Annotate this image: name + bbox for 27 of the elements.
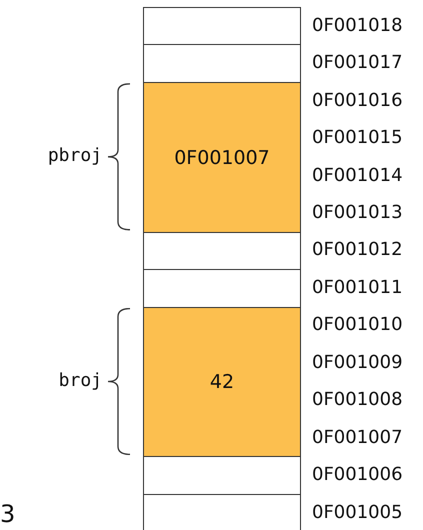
variable-name: broj (58, 370, 102, 392)
memory-address: 0F001013 (312, 202, 403, 224)
memory-address: 0F001016 (312, 90, 403, 112)
memory-cell (143, 7, 301, 46)
memory-cell (143, 232, 301, 271)
memory-address: 0F001005 (312, 502, 403, 524)
memory-address: 0F001011 (312, 276, 403, 299)
memory-address: 0F001007 (312, 426, 403, 449)
memory-address: 0F001015 (312, 127, 403, 150)
cell-value: 42 (210, 371, 234, 394)
variable-name: pbroj (48, 144, 102, 167)
memory-address: 0F001010 (312, 314, 403, 336)
memory-address: 0F001018 (312, 14, 403, 37)
memory-address: 0F001009 (312, 352, 403, 374)
memory-block (143, 306, 301, 458)
memory-address: 0F001012 (312, 239, 403, 262)
memory-cell (143, 269, 301, 308)
memory-address: 0F001006 (312, 464, 403, 486)
cell-value: 0F001007 (174, 146, 270, 169)
memory-cell (143, 44, 301, 84)
memory-address: 0F001014 (312, 164, 403, 187)
page-number: 3 (0, 500, 16, 528)
memory-block (143, 82, 301, 234)
memory-address: 0F001017 (312, 52, 403, 74)
memory-cell (143, 456, 301, 496)
memory-cell (143, 494, 301, 530)
memory-address: 0F001008 (312, 389, 403, 412)
